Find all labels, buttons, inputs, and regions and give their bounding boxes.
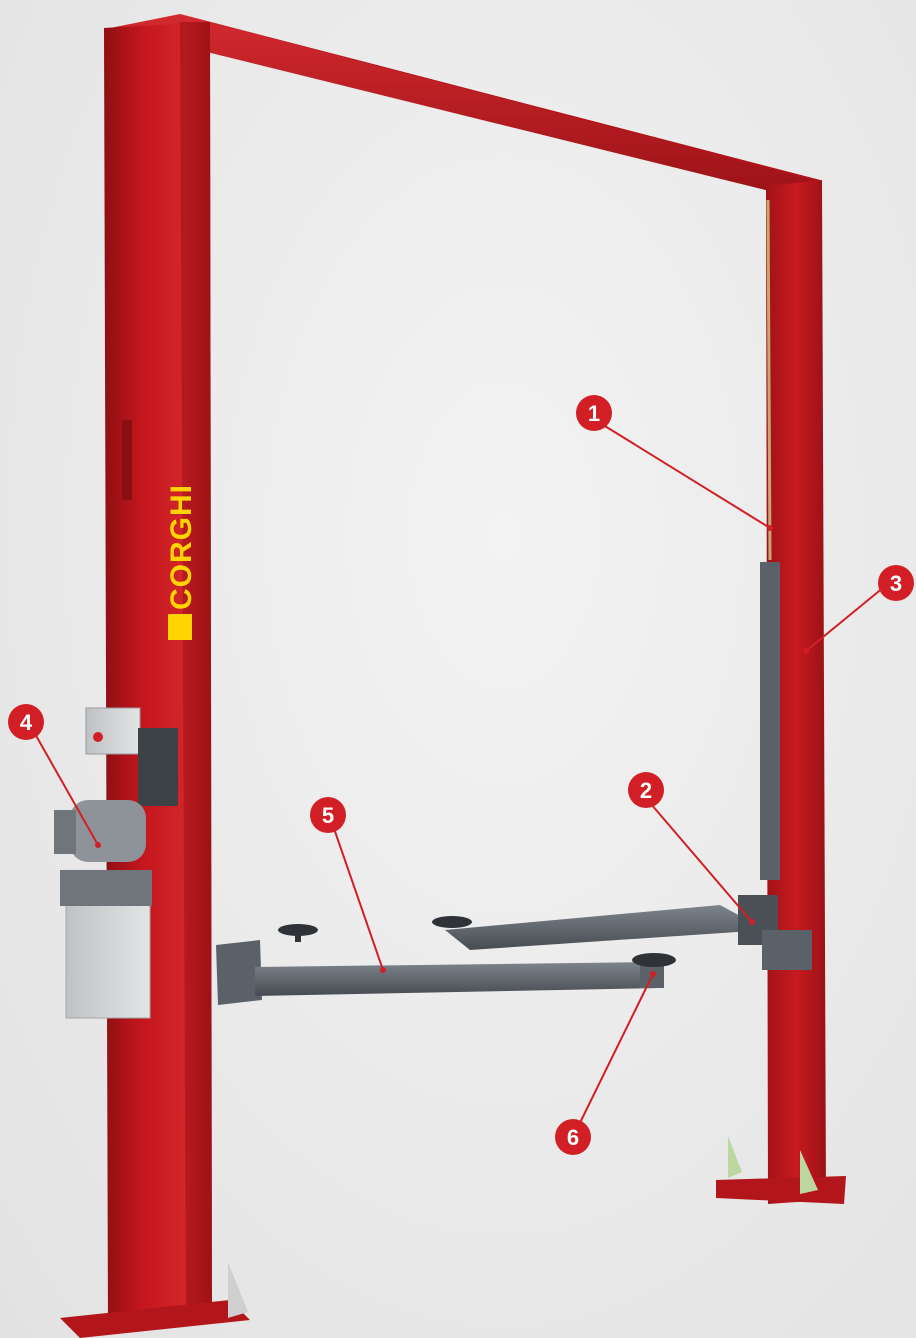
overhead-beam	[110, 14, 820, 196]
callout-4: 4	[8, 704, 44, 740]
callout-6: 6	[555, 1119, 591, 1155]
callout-lines	[29, 422, 885, 1138]
callout-number: 3	[890, 571, 902, 596]
control-box	[85, 707, 178, 806]
rear-swing-arm	[432, 895, 812, 970]
callout-number: 6	[567, 1125, 579, 1150]
hydraulic-power-unit	[54, 800, 152, 1019]
callout-2: 2	[628, 772, 664, 808]
front-swing-arm	[216, 924, 676, 1005]
left-column	[60, 22, 250, 1338]
right-column	[716, 180, 846, 1204]
callout-number: 4	[20, 710, 33, 735]
callout-5: 5	[310, 797, 346, 833]
callout-number: 2	[640, 778, 652, 803]
callout-3: 3	[878, 565, 914, 601]
callout-number: 5	[322, 803, 334, 828]
callout-1: 1	[576, 395, 612, 431]
callout-dots	[95, 525, 809, 977]
callout-number: 1	[588, 401, 600, 426]
brand-logo: CORGHI	[165, 484, 198, 640]
brand-text: CORGHI	[165, 484, 198, 610]
